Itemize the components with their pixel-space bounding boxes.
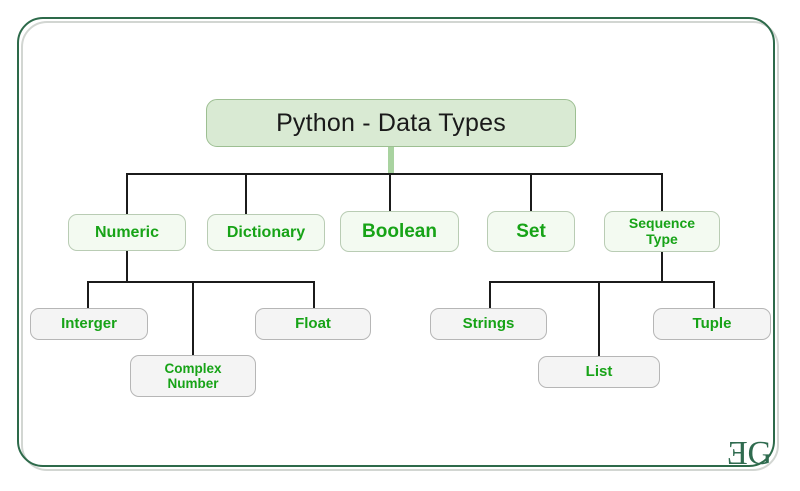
connector-drop-interger (87, 281, 89, 308)
node-tuple: Tuple (653, 308, 771, 340)
node-strings: Strings (430, 308, 547, 340)
logo-g-glyph: G (747, 435, 772, 472)
connector-drop-complex-number (192, 281, 194, 355)
connector-drop-dictionary (245, 173, 247, 215)
connector-sequence-bus (489, 281, 715, 283)
connector-root-trunk (388, 147, 394, 174)
logo-reversed-e-glyph: E (726, 435, 748, 472)
connector-drop-boolean (389, 173, 391, 211)
node-complex-number: Complex Number (130, 355, 256, 397)
geeksforgeeks-logo: EG (727, 435, 772, 473)
node-numeric: Numeric (68, 214, 186, 251)
connector-drop-float (313, 281, 315, 308)
node-sequence-type: Sequence Type (604, 211, 720, 252)
connector-numeric-bus (87, 281, 315, 283)
connector-drop-numeric (126, 173, 128, 215)
node-float: Float (255, 308, 371, 340)
connector-sequence-stem (661, 252, 663, 281)
node-root-python-data-types: Python - Data Types (206, 99, 576, 147)
connector-numeric-stem (126, 251, 128, 281)
connector-drop-list (598, 281, 600, 356)
connector-drop-set (530, 173, 532, 211)
node-list: List (538, 356, 660, 388)
frame-border (17, 17, 775, 467)
node-set: Set (487, 211, 575, 252)
connector-drop-tuple (713, 281, 715, 308)
node-dictionary: Dictionary (207, 214, 325, 251)
frame-shadow (21, 21, 779, 471)
connector-drop-strings (489, 281, 491, 308)
connector-level2-bus (126, 173, 662, 175)
node-interger: Interger (30, 308, 148, 340)
node-boolean: Boolean (340, 211, 459, 252)
connector-drop-sequence-type (661, 173, 663, 211)
